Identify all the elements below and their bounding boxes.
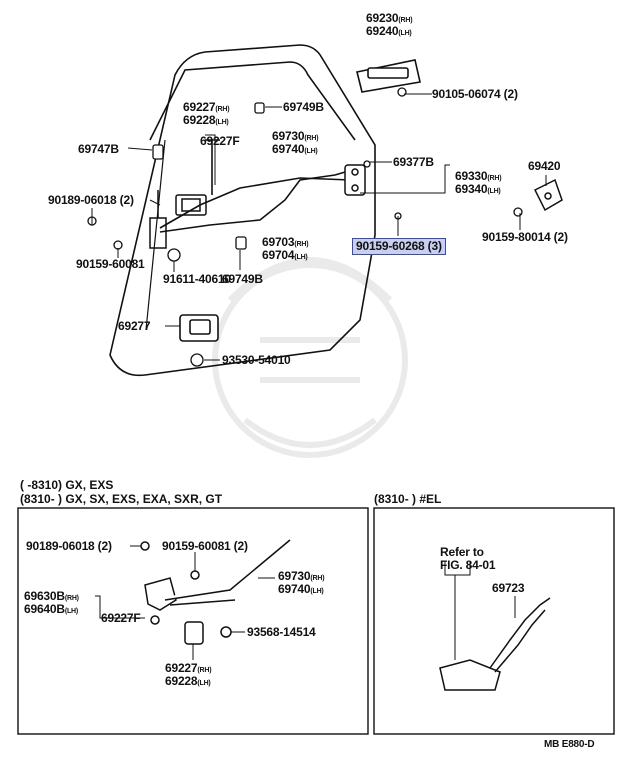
- door-panel-outline: [109, 44, 376, 377]
- label-90189-upper: 90189-06018 (2): [48, 193, 134, 207]
- part-number: 69228: [183, 113, 216, 127]
- part-number: 69340: [455, 182, 488, 196]
- label-69330: 69330(RH): [455, 169, 502, 185]
- side-suffix: (RH): [294, 241, 309, 248]
- label-69377b: 69377B: [393, 155, 434, 169]
- box-label-90159: 90159-60081 (2): [162, 539, 248, 553]
- part-number: 69704: [262, 248, 295, 262]
- side-suffix: (LH): [310, 588, 324, 595]
- label-69749b-upper: 69749B: [283, 100, 324, 114]
- box-right-leaders: [444, 562, 516, 660]
- part-number: 69703: [262, 235, 295, 249]
- side-suffix: (RH): [398, 17, 413, 24]
- lock-mechanism: [149, 190, 167, 249]
- label-91611: 91611-40610: [163, 272, 231, 286]
- label-93530: 93530-54010: [222, 353, 291, 367]
- label-69704: 69704(LH): [262, 249, 308, 264]
- label-69227f: 69227F: [200, 134, 240, 148]
- part-number: 69227: [183, 100, 216, 114]
- part-number: 69740: [272, 142, 305, 156]
- box-refer-line1: Refer to: [440, 545, 484, 559]
- label-90159-60081: 90159-60081: [76, 257, 145, 271]
- part-number: 69228: [165, 674, 198, 688]
- box-label-69740: 69740(LH): [278, 583, 324, 598]
- side-suffix: (LH): [398, 30, 412, 37]
- watermark-emblem: [212, 257, 408, 458]
- part-number: 69630B: [24, 589, 65, 603]
- box-label-69227: 69227(RH): [165, 661, 212, 677]
- label-69740: 69740(LH): [272, 143, 318, 158]
- door-lock-striker: [533, 178, 563, 212]
- side-suffix: (RH): [64, 595, 79, 602]
- label-69749b-lower: 69749B: [222, 272, 263, 286]
- label-69703: 69703(RH): [262, 235, 309, 251]
- part-number: 69230: [366, 11, 399, 25]
- side-suffix: (LH): [64, 608, 79, 615]
- label-69420: 69420: [528, 159, 561, 173]
- control-rods: [159, 139, 353, 233]
- label-69730: 69730(RH): [272, 129, 319, 145]
- label-90159-60268-highlighted[interactable]: 90159-60268 (3): [352, 238, 446, 255]
- part-number: 69330: [455, 169, 488, 183]
- outside-handle: [356, 59, 421, 93]
- box-right-header: (8310- ) #EL: [374, 492, 442, 506]
- label-69227-upper: 69227(RH): [183, 100, 230, 116]
- box-label-93568: 93568-14514: [247, 625, 316, 639]
- label-69747b: 69747B: [78, 142, 119, 156]
- variant-boxes: [17, 507, 615, 735]
- fasteners: [87, 87, 523, 367]
- side-suffix: (LH): [304, 148, 318, 155]
- label-90105: 90105-06074 (2): [432, 87, 518, 101]
- figure-code: MB E880-D: [544, 739, 595, 750]
- side-suffix: (LH): [215, 119, 229, 126]
- label-69228-upper: 69228(LH): [183, 114, 229, 129]
- part-number: 69730: [272, 129, 305, 143]
- box-left-header-1: ( -8310) GX, EXS: [20, 478, 114, 492]
- side-suffix: (RH): [197, 667, 212, 674]
- part-number: 69740: [278, 582, 311, 596]
- label-69277: 69277: [118, 319, 151, 333]
- box-label-69228: 69228(LH): [165, 675, 211, 690]
- side-suffix: (LH): [294, 254, 308, 261]
- part-number: 69640B: [24, 602, 65, 616]
- label-69230: 69230(RH): [366, 11, 413, 27]
- part-number: 69730: [278, 569, 311, 583]
- box-label-69640b: 69640B(LH): [24, 603, 78, 618]
- box-refer-line2[interactable]: FIG. 84-01: [440, 558, 496, 572]
- label-69240: 69240(LH): [366, 25, 412, 40]
- side-suffix: (RH): [310, 575, 325, 582]
- box-label-69730: 69730(RH): [278, 569, 325, 585]
- part-number: 69227: [165, 661, 198, 675]
- box-label-90189: 90189-06018 (2): [26, 539, 112, 553]
- box-left-header-2: (8310- ) GX, SX, EXS, EXA, SXR, GT: [20, 492, 223, 506]
- box-left-leaders: [95, 545, 275, 660]
- label-69340: 69340(LH): [455, 183, 501, 198]
- side-suffix: (LH): [197, 680, 211, 687]
- box-label-69723: 69723: [492, 581, 525, 595]
- side-suffix: (RH): [304, 135, 319, 142]
- part-number: 69240: [366, 24, 399, 38]
- box-right-parts: [439, 597, 551, 691]
- box-label-69630b: 69630B(RH): [24, 590, 79, 605]
- box-label-69227f: 69227F: [101, 611, 141, 625]
- side-suffix: (LH): [487, 188, 501, 195]
- side-suffix: (RH): [215, 106, 230, 113]
- inside-handle-bracket: [175, 194, 207, 216]
- door-lock-assembly: [344, 164, 366, 196]
- label-90159-80014: 90159-80014 (2): [482, 230, 568, 244]
- side-suffix: (RH): [487, 175, 502, 182]
- inside-handle-lower: [179, 314, 219, 342]
- leader-lines: [91, 93, 547, 361]
